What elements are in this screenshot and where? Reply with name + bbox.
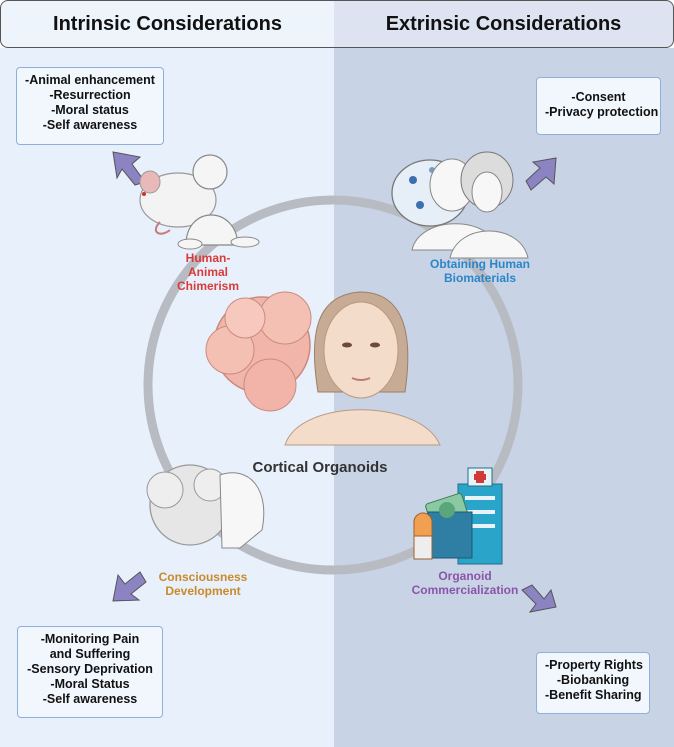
box-bottom-left-item: -Moral Status [50,677,130,691]
label-line: Animal [187,265,228,279]
baby-icon [177,154,260,250]
label-obtaining-human-biomaterials: Obtaining Human Biomaterials [418,257,542,285]
box-top-left-item: -Resurrection [49,88,131,102]
arrow-bottom-left-icon [112,571,147,602]
box-bottom-right: -Property Rights -Biobanking -Benefit Sh… [536,652,650,714]
label-line: Chimerism [176,279,240,293]
extrinsic-header: Extrinsic Considerations [334,0,674,48]
label-line: Obtaining Human [430,257,530,271]
label-consciousness-development: Consciousness Development [148,570,258,598]
label-organoid-commercialization: Organoid Commercialization [400,569,530,597]
intrinsic-header: Intrinsic Considerations [0,0,334,48]
box-bottom-left-item: -Self awareness [42,692,138,706]
organoid-icon [205,291,312,412]
label-line: Biomaterials [443,271,517,285]
woman-face-icon [284,291,441,446]
box-bottom-left: -Monitoring Pain and Suffering -Sensory … [17,626,163,718]
label-human-animal-chimerism: Human- Animal Chimerism [168,251,248,293]
box-top-right: -Consent -Privacy protection [536,77,661,135]
box-bottom-right-item: -Benefit Sharing [545,688,642,702]
box-top-right-item: -Consent [571,90,626,104]
label-line: Consciousness [158,570,248,584]
box-top-left: -Animal enhancement -Resurrection -Moral… [16,67,164,145]
label-line: Development [165,584,241,598]
ring-circle [143,195,523,575]
box-top-left-item: -Self awareness [42,118,138,132]
box-bottom-left-item: -Monitoring Pain [40,632,140,646]
box-top-left-item: -Moral status [51,103,129,117]
label-line: Commercialization [411,583,519,597]
money-icon [425,493,473,559]
label-line: Human- [185,251,231,265]
box-bottom-left-item: and Suffering [49,647,131,661]
brain-head-icon [146,464,265,549]
hospital-icon [457,467,503,565]
arrow-top-right-icon [525,157,557,191]
box-bottom-right-item: -Biobanking [556,673,630,687]
arrow-bottom-right-icon [521,584,557,613]
center-label: Cortical Organoids [252,459,388,476]
box-top-left-item: -Animal enhancement [25,73,155,87]
pill-icon [413,512,433,560]
people-icon [411,151,529,259]
box-bottom-left-item: -Sensory Deprivation [27,662,153,676]
label-line: Organoid [438,569,492,583]
box-bottom-right-item: -Property Rights [545,658,643,672]
box-top-right-item: -Privacy protection [545,105,659,119]
rat-icon [139,170,217,235]
